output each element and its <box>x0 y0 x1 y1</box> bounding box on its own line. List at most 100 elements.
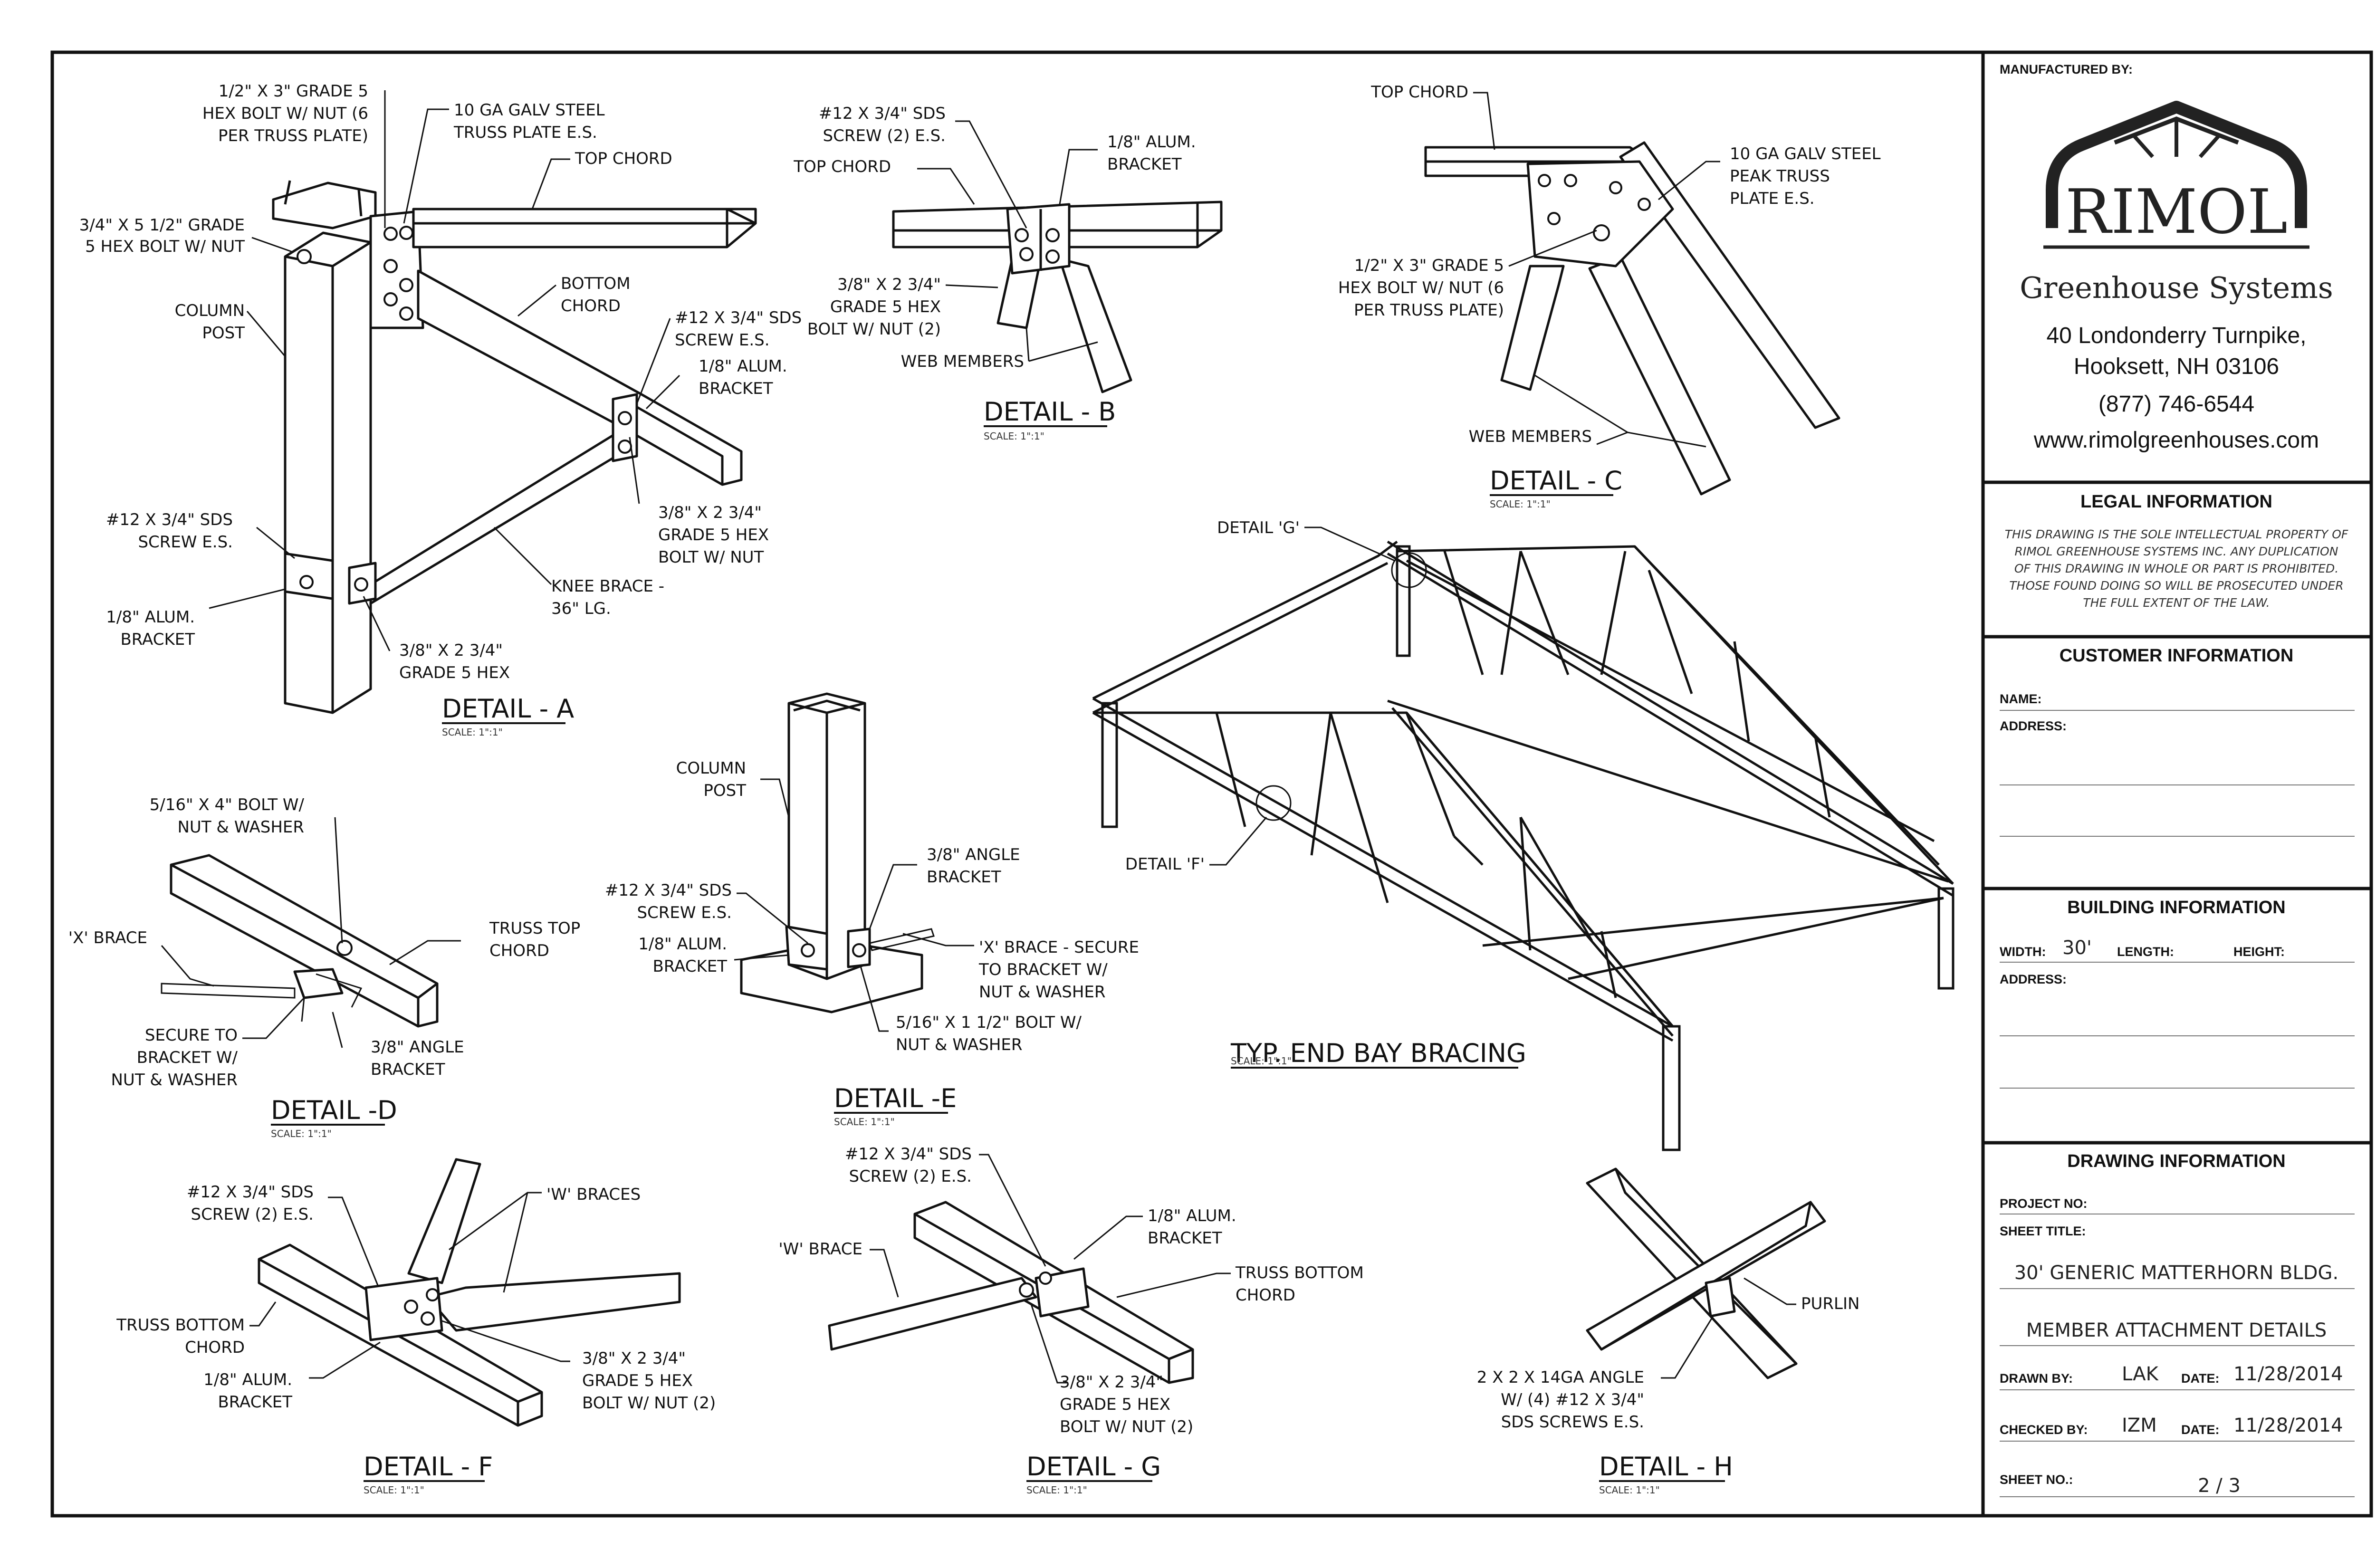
detail-g-callout-5: TRUSS BOTTOM <box>1235 1263 1364 1282</box>
detail-a-callout-2: PER TRUSS PLATE) <box>218 126 368 145</box>
detail-c-callout-6: PER TRUSS PLATE) <box>1354 301 1504 320</box>
legal-line-2: RIMOL GREENHOUSE SYSTEMS INC. ANY DUPLIC… <box>2015 545 2338 558</box>
detail-a-callout-7: 5 HEX BOLT W/ NUT <box>85 237 245 256</box>
title-block: MANUFACTURED BY: RIMOL Greenhouse System… <box>1983 62 2371 1497</box>
detail-f-callout-7: BOLT W/ NUT (2) <box>582 1394 716 1413</box>
detail-e-callout-11: 5/16" X 1 1/2" BOLT W/ <box>896 1013 1082 1032</box>
detail-h-callout-1: 2 X 2 X 14GA ANGLE <box>1477 1368 1644 1387</box>
drawn-date-label: DATE: <box>2181 1371 2220 1386</box>
legal-line-1: THIS DRAWING IS THE SOLE INTELLECTUAL PR… <box>2005 527 2348 541</box>
customer-name-label: NAME: <box>2000 692 2042 706</box>
detail-f-callout-1: SCREW (2) E.S. <box>191 1205 314 1224</box>
detail-a-callout-21: KNEE BRACE - <box>551 577 664 596</box>
detail-c-callout-7: WEB MEMBERS <box>1469 427 1592 446</box>
detail-a-callout-17: SCREW E.S. <box>138 533 233 552</box>
length-label: LENGTH: <box>2117 945 2174 959</box>
project-no-label: PROJECT NO: <box>2000 1196 2088 1211</box>
detail-b-callout-5: 3/8" X 2 3/4" <box>837 275 941 294</box>
detail-a-callout-8: COLUMN <box>175 301 245 320</box>
checked-date-value: 11/28/2014 <box>2233 1415 2343 1436</box>
detail-f: #12 X 3/4" SDS SCREW (2) E.S. 'W' BRACES… <box>116 1158 716 1496</box>
detail-a-callout-0: 1/2" X 3" GRADE 5 <box>219 82 368 101</box>
drawn-by-label: DRAWN BY: <box>2000 1371 2073 1386</box>
sheet-title-label: SHEET TITLE: <box>2000 1224 2086 1238</box>
detail-d-callout-5: SECURE TO <box>145 1026 238 1045</box>
detail-f-callout-2: 'W' BRACES <box>546 1185 641 1204</box>
detail-d-callout-0: 5/16" X 4" BOLT W/ <box>150 795 305 814</box>
detail-e-callout-7: TO BRACKET W/ <box>978 960 1108 979</box>
detail-d-callout-7: NUT & WASHER <box>111 1071 238 1090</box>
detail-e-callout-12: NUT & WASHER <box>896 1035 1023 1054</box>
detail-g-callout-1: SCREW (2) E.S. <box>849 1167 972 1186</box>
detail-e-callout-8: NUT & WASHER <box>979 983 1106 1002</box>
building-address-label: ADDRESS: <box>2000 972 2067 986</box>
detail-a-callout-6: 3/4" X 5 1/2" GRADE <box>79 216 245 235</box>
detail-d-callout-6: BRACKET W/ <box>137 1048 238 1067</box>
detail-b-callout-0: #12 X 3/4" SDS <box>819 104 946 123</box>
detail-e-callout-4: #12 X 3/4" SDS <box>605 881 732 900</box>
detail-g-scale: SCALE: 1":1" <box>1026 1484 1087 1496</box>
detail-a: 1/2" X 3" GRADE 5 HEX BOLT W/ NUT (6 PER… <box>79 82 802 738</box>
detail-a-callout-10: BOTTOM <box>561 274 631 293</box>
end-bay-bracing-title: TYP. END BAY BRACING <box>1230 1038 1526 1068</box>
detail-f-reference: DETAIL 'F' <box>1125 855 1205 874</box>
detail-e-scale: SCALE: 1":1" <box>834 1116 895 1128</box>
sheet-title-2: MEMBER ATTACHMENT DETAILS <box>2026 1319 2327 1341</box>
detail-g-callout-9: BOLT W/ NUT (2) <box>1060 1417 1193 1436</box>
checked-by-label: CHECKED BY: <box>2000 1423 2088 1437</box>
detail-f-callout-4: CHORD <box>185 1338 245 1357</box>
legal-line-3: OF THIS DRAWING IN WHOLE OR PART IS PROH… <box>2014 562 2338 575</box>
detail-h: PURLIN 2 X 2 X 14GA ANGLE W/ (4) #12 X 3… <box>1477 1167 1859 1496</box>
drawn-date-value: 11/28/2014 <box>2233 1363 2343 1385</box>
detail-g-title: DETAIL - G <box>1026 1452 1161 1482</box>
detail-h-scale: SCALE: 1":1" <box>1599 1484 1660 1496</box>
detail-f-callout-8: 1/8" ALUM. <box>203 1370 292 1389</box>
detail-e-callout-3: BRACKET <box>927 868 1001 887</box>
detail-a-title: DETAIL - A <box>442 694 574 724</box>
detail-e-callout-0: COLUMN <box>676 759 746 778</box>
company-phone: (877) 746-6544 <box>2098 392 2254 417</box>
detail-g-callout-7: 3/8" X 2 3/4" <box>1060 1373 1163 1392</box>
detail-e-callout-10: BRACKET <box>652 957 727 976</box>
detail-c-callout-3: PLATE E.S. <box>1730 189 1815 208</box>
detail-h-title: DETAIL - H <box>1599 1452 1733 1482</box>
company-division: Greenhouse Systems <box>2020 270 2333 305</box>
drawn-by-value: LAK <box>2122 1363 2159 1385</box>
detail-e-callout-5: SCREW E.S. <box>637 903 732 922</box>
company-address-line2: Hooksett, NH 03106 <box>2074 354 2279 379</box>
detail-g-callout-4: 'W' BRACE <box>778 1240 862 1259</box>
detail-c-callout-5: HEX BOLT W/ NUT (6 <box>1338 278 1504 297</box>
end-bay-bracing: DETAIL 'G' DETAIL 'F' TYP. END BAY BRACI… <box>1092 518 1954 1151</box>
detail-a-callout-9: POST <box>202 324 245 343</box>
detail-h-callout-3: SDS SCREWS E.S. <box>1501 1413 1644 1432</box>
detail-d-title: DETAIL -D <box>271 1095 397 1125</box>
detail-a-callout-25: 3/8" X 2 3/4" <box>399 641 503 660</box>
width-label: WIDTH: <box>2000 945 2046 959</box>
detail-c-scale: SCALE: 1":1" <box>1490 498 1551 510</box>
drawing-heading: DRAWING INFORMATION <box>2067 1151 2285 1171</box>
detail-e-callout-9: 1/8" ALUM. <box>638 935 727 954</box>
sheet-no-value: 2 / 3 <box>2198 1475 2241 1497</box>
detail-d-callout-1: NUT & WASHER <box>178 818 305 837</box>
detail-g-callout-0: #12 X 3/4" SDS <box>845 1145 972 1164</box>
detail-a-callout-20: BOLT W/ NUT <box>658 548 764 567</box>
detail-b-title: DETAIL - B <box>984 397 1116 427</box>
detail-a-callout-5: TOP CHORD <box>575 149 672 168</box>
detail-a-callout-22: 36" LG. <box>551 599 611 618</box>
company-website: www.rimolgreenhouses.com <box>2033 428 2319 453</box>
detail-a-callout-13: SCREW E.S. <box>675 331 770 350</box>
detail-f-callout-0: #12 X 3/4" SDS <box>187 1183 314 1202</box>
detail-b: #12 X 3/4" SDS SCREW (2) E.S. TOP CHORD … <box>793 104 1223 442</box>
detail-e: COLUMN POST 3/8" ANGLE BRACKET #12 X 3/4… <box>605 692 1139 1128</box>
detail-c-callout-0: TOP CHORD <box>1370 83 1468 102</box>
detail-c-callout-4: 1/2" X 3" GRADE 5 <box>1354 256 1504 275</box>
detail-f-title: DETAIL - F <box>364 1452 493 1482</box>
detail-f-callout-3: TRUSS BOTTOM <box>116 1316 245 1335</box>
checked-date-label: DATE: <box>2181 1423 2220 1437</box>
detail-a-callout-12: #12 X 3/4" SDS <box>675 308 802 327</box>
detail-d-callout-2: 'X' BRACE <box>68 928 147 947</box>
detail-b-callout-2: TOP CHORD <box>793 157 891 176</box>
end-bay-bracing-scale: SCALE: 1":1" <box>1231 1055 1292 1067</box>
detail-a-callout-1: HEX BOLT W/ NUT (6 <box>202 104 368 123</box>
